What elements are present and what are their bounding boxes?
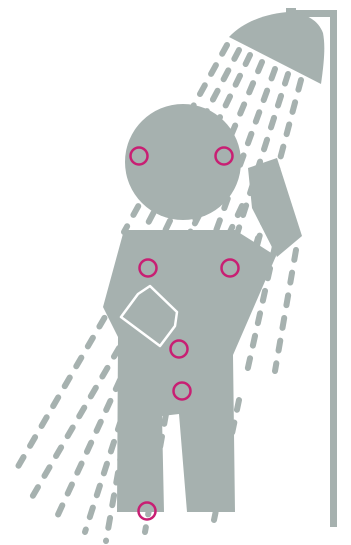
water-streak-icon <box>275 250 296 371</box>
shower-head-stem <box>286 8 296 24</box>
person-head-icon <box>125 104 241 220</box>
person-figure <box>103 104 302 512</box>
water-streak-icon <box>16 298 116 470</box>
person-body <box>103 230 276 512</box>
